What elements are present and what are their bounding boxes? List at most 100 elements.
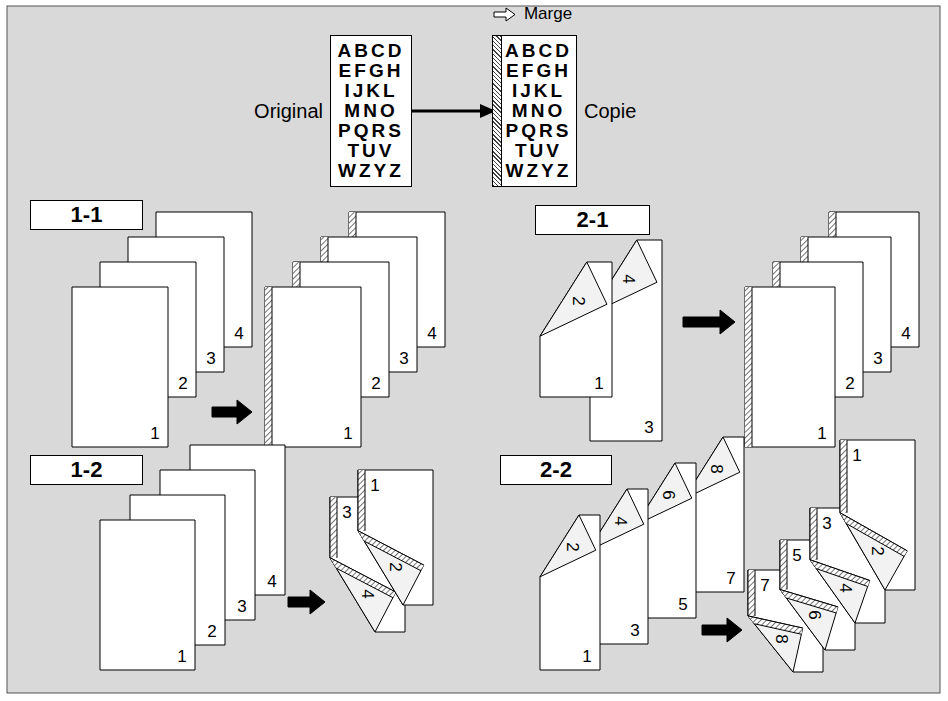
page-number: 4 — [611, 517, 629, 526]
page-number: 2 — [845, 375, 854, 393]
sheet-edge — [840, 440, 841, 513]
margin-edge — [754, 624, 801, 634]
page-number: 3 — [873, 350, 882, 368]
margin-hatch — [840, 513, 907, 557]
margin-hatch — [745, 287, 752, 447]
page-number: 2 — [207, 623, 216, 641]
sheet-edge — [810, 508, 811, 560]
block-arrow — [212, 400, 252, 424]
page-number: 5 — [678, 596, 687, 614]
margin-hatch — [358, 470, 365, 531]
page-number: 8 — [707, 465, 725, 474]
block-arrow — [288, 590, 325, 614]
page-sheet — [540, 262, 612, 397]
margin-hatch — [330, 497, 337, 558]
page-sheet — [840, 440, 915, 590]
margin-hatch — [748, 616, 803, 634]
page-number: 1 — [852, 447, 861, 465]
page-number: 7 — [760, 577, 769, 595]
margin-edge — [787, 540, 788, 590]
page-number: 4 — [267, 573, 276, 591]
page-number: 3 — [237, 598, 246, 616]
original-page: OriginalABCD EFGH IJKL MNO PQRS TUV WZYZ — [330, 35, 412, 187]
mode-label-box: 1-1 — [30, 200, 143, 230]
page-sheet — [745, 287, 835, 447]
margin-hatch — [780, 590, 838, 613]
frame — [7, 6, 940, 693]
page-number: 4 — [619, 274, 637, 283]
page-number: 4 — [836, 583, 854, 592]
margin-hatch — [358, 531, 424, 571]
flap-edge — [358, 531, 424, 565]
sheet-edge — [748, 570, 749, 616]
page-number: 6 — [805, 611, 823, 620]
mode-label-box: 1-2 — [30, 455, 143, 485]
mode-label-box: 2-1 — [535, 205, 650, 235]
mode-label-box: 2-2 — [500, 455, 612, 485]
flap-edge — [748, 616, 803, 628]
page-caption: Copie — [584, 100, 636, 123]
margin-edge — [786, 598, 836, 613]
mode-label: 2-1 — [577, 208, 609, 232]
page-number: 1 — [343, 425, 352, 443]
page-sheet — [358, 470, 433, 605]
flap-edge — [840, 513, 907, 551]
mode-label: 2-2 — [540, 458, 572, 482]
page-number: 2 — [868, 546, 886, 555]
page-number: 1 — [370, 477, 379, 495]
block-arrow — [683, 310, 735, 334]
page-number: 1 — [817, 425, 826, 443]
page-sheet — [265, 287, 361, 447]
margin-edge — [272, 287, 273, 447]
page-number: 2 — [386, 562, 404, 571]
sheet-edge — [780, 540, 781, 590]
page-number: 2 — [569, 296, 587, 305]
page-number: 1 — [582, 648, 591, 666]
margin-edge — [817, 508, 818, 560]
margin-hatch — [265, 287, 272, 447]
page-number: 3 — [342, 504, 351, 522]
fold-flap — [540, 515, 596, 577]
page-number: 8 — [772, 634, 790, 643]
margin-hatch — [780, 540, 787, 590]
mode-label: 1-2 — [71, 458, 103, 482]
page-number: 2 — [563, 543, 581, 552]
page-number: 3 — [822, 515, 831, 533]
page-number: 3 — [206, 350, 215, 368]
margin-label: Marge — [524, 5, 572, 23]
page-sheet — [540, 515, 600, 670]
margin-arrow — [494, 8, 515, 21]
copy-arrow — [412, 110, 492, 113]
page-caption: Original — [254, 100, 323, 123]
page-number: 5 — [792, 547, 801, 565]
page-number: 4 — [358, 589, 376, 598]
page-number: 7 — [726, 570, 735, 588]
page-sheet — [72, 287, 168, 447]
margin-hatch — [810, 560, 870, 587]
page-number: 4 — [234, 325, 243, 343]
block-arrow — [702, 618, 742, 642]
fold-flap — [540, 262, 607, 336]
fold-flap — [358, 531, 424, 605]
page-number: 1 — [177, 648, 186, 666]
flap-edge — [780, 590, 838, 607]
margin-hatch — [748, 570, 755, 616]
page-number: 3 — [644, 419, 653, 437]
page-number: 2 — [371, 375, 380, 393]
margin-edge — [846, 524, 904, 557]
margin-hatch — [840, 440, 847, 513]
page-number: 3 — [630, 622, 639, 640]
fold-flap — [748, 616, 803, 672]
flap-edge — [810, 560, 870, 581]
margin-edge — [752, 287, 753, 447]
letter-grid: ABCD EFGH IJKL MNO PQRS TUV WZYZ — [333, 41, 409, 181]
fold-flap — [840, 513, 907, 590]
page-number: 1 — [594, 375, 603, 393]
page-number: 2 — [178, 375, 187, 393]
margin-hatch — [810, 508, 817, 560]
margin-edge — [364, 541, 421, 571]
mode-label: 1-1 — [71, 203, 103, 227]
